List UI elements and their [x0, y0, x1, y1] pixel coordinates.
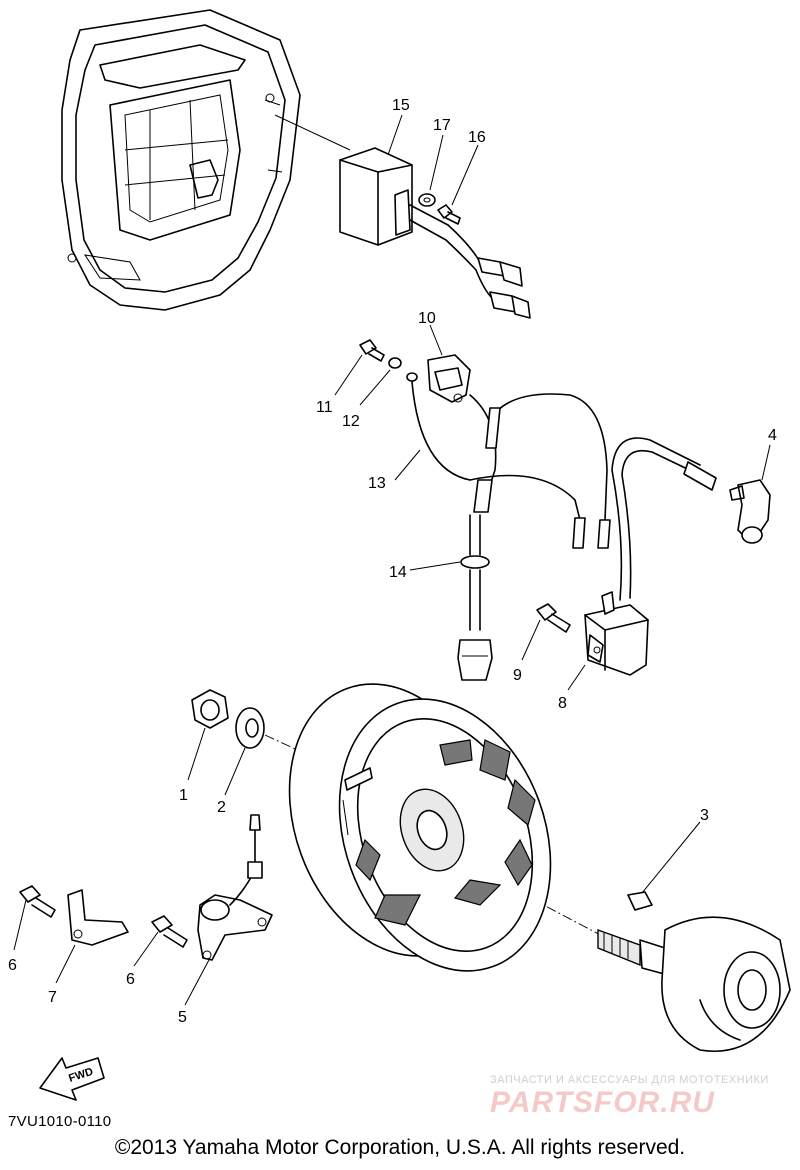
flywheel-nut	[191, 689, 229, 729]
bolt-16	[437, 204, 461, 225]
callout-4: 4	[768, 427, 777, 444]
callout-17: 17	[433, 117, 451, 134]
pickup-sensor-bracket	[197, 814, 273, 961]
cdi-unit	[339, 147, 531, 319]
callout-14: 14	[389, 564, 407, 581]
copyright-notice: ©2013 Yamaha Motor Corporation, U.S.A. A…	[114, 1136, 686, 1159]
bolt-6a	[19, 885, 56, 918]
washer-12	[388, 357, 402, 369]
callout-6a: 6	[8, 957, 17, 974]
callout-11: 11	[316, 399, 333, 416]
callout-8: 8	[558, 695, 567, 712]
callout-2: 2	[217, 799, 226, 816]
engine-cover-housing	[61, 9, 301, 311]
callout-3: 3	[700, 807, 709, 824]
watermark-logo: PARTSFOR.RU	[490, 1086, 715, 1119]
wire-harness-13	[411, 381, 611, 681]
callout-7: 7	[48, 989, 57, 1006]
callout-numbers: 15 17 16 10 11 12 13 4 14 9 8 1 2 3 6 6 …	[8, 97, 777, 1026]
callout-5: 5	[178, 1009, 187, 1026]
callout-1: 1	[179, 787, 188, 804]
bolt-11	[359, 339, 385, 362]
callout-13: 13	[368, 475, 386, 492]
fwd-arrow-icon: FWD	[39, 1057, 105, 1101]
callout-6b: 6	[126, 971, 135, 988]
flywheel-rotor	[288, 683, 552, 972]
ignition-coil	[584, 437, 717, 676]
bolt-6b	[151, 915, 188, 948]
callout-12: 12	[342, 413, 360, 430]
callout-10: 10	[418, 310, 436, 327]
callout-15: 15	[392, 97, 410, 114]
flywheel-washer	[235, 707, 265, 749]
ground-wire-ring	[406, 372, 418, 382]
watermark-caption: ЗАПЧАСТИ И АКСЕССУАРЫ ДЛЯ МОТОТЕХНИКИ	[490, 1074, 769, 1086]
washer-17	[418, 193, 436, 207]
pickup-coil	[427, 354, 471, 403]
callout-16: 16	[468, 129, 486, 146]
bolt-9	[536, 603, 571, 633]
leader-lines	[13, 114, 771, 1006]
mounting-line-cdi	[274, 114, 351, 151]
woodruff-key	[627, 891, 653, 911]
diagram-code: 7VU1010-0110	[8, 1113, 112, 1130]
crankshaft	[597, 916, 791, 1052]
spark-plug-cap	[729, 479, 771, 544]
callout-9: 9	[513, 667, 522, 684]
bracket-plate	[67, 889, 129, 946]
